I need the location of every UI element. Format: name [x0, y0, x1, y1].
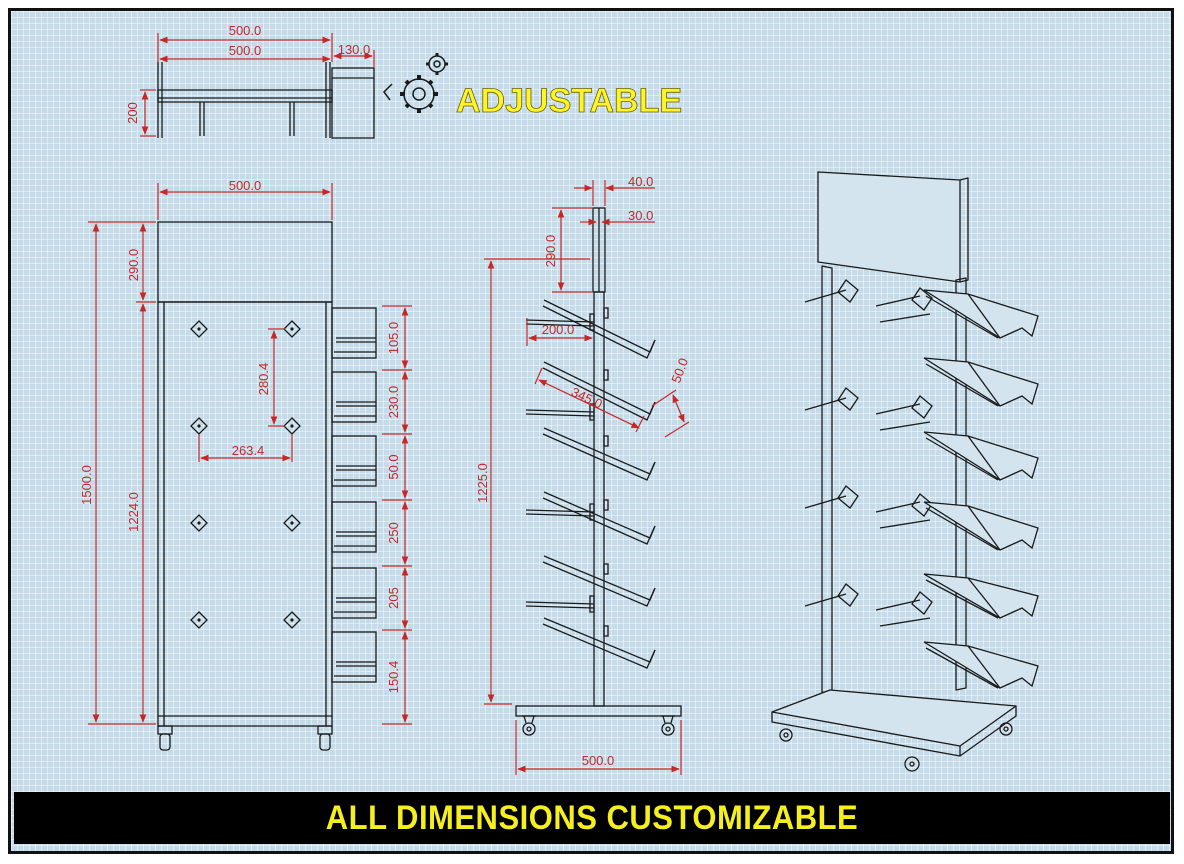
banner-text: ALL DIMENSIONS CUSTOMIZABLE [325, 798, 859, 837]
iso-hook [804, 387, 933, 431]
front-view-trays [331, 307, 377, 683]
iso-hook [804, 583, 933, 627]
side-view-hook-length: 200.0 [542, 322, 575, 337]
side-view-arms [525, 299, 656, 669]
side-tray-arm [542, 555, 656, 607]
top-view-tray-depth: 130.0 [338, 42, 371, 57]
side-tray-arm [542, 299, 656, 359]
hook-plate [283, 611, 301, 629]
customizable-banner: ALL DIMENSIONS CUSTOMIZABLE [14, 792, 1170, 844]
side-view-post [593, 291, 605, 707]
iso-left-post [821, 265, 833, 695]
front-view-panel-height: 1224.0 [126, 492, 141, 532]
iso-tray [923, 641, 1039, 689]
tray-spacing-value: 230.0 [386, 386, 401, 419]
top-view-width-outer: 500.0 [229, 23, 262, 38]
drawing-frame [8, 8, 1174, 854]
front-view-dimensions [88, 183, 333, 725]
iso-tray [923, 501, 1039, 551]
iso-right-post [955, 277, 967, 691]
top-view-width-inner: 500.0 [229, 43, 262, 58]
front-view-tray-dimensions: 105.0 230.0 50.0 250 205 150.4 [382, 305, 412, 725]
side-view-tray-length: 345.0 [569, 384, 605, 411]
hook-plate [190, 320, 208, 338]
iso-arms [804, 279, 1039, 689]
iso-tray [923, 289, 1039, 339]
iso-header-panel [817, 171, 961, 283]
front-view-header-height: 290.0 [126, 249, 141, 282]
iso-tray [923, 431, 1039, 481]
side-hook [525, 313, 595, 331]
front-view-total-height: 1500.0 [79, 465, 94, 505]
side-view-base [515, 705, 682, 717]
hook-plate [190, 417, 208, 435]
tray-front [331, 567, 377, 619]
side-view-dimensions [484, 180, 690, 775]
hook-plate [283, 320, 301, 338]
front-view [157, 221, 333, 727]
iso-tray [923, 573, 1039, 619]
tray-front [331, 631, 377, 683]
front-view-hook-vertical-spacing: 280.4 [256, 363, 271, 396]
tray-spacing-value: 50.0 [386, 454, 401, 479]
tray-spacing-value: 105.0 [386, 322, 401, 355]
side-view-post-inner: 30.0 [628, 208, 653, 223]
iso-hook [804, 485, 933, 529]
hook-plate [190, 514, 208, 532]
side-view [515, 207, 682, 736]
side-view-height: 1225.0 [475, 463, 490, 503]
top-view-shelf [157, 89, 333, 103]
tray-front [331, 307, 377, 359]
hook-plate [283, 514, 301, 532]
side-hook [525, 595, 595, 613]
isometric-view [771, 171, 1017, 772]
side-view-tray-lip: 50.0 [668, 356, 691, 385]
side-hook [525, 403, 595, 421]
side-tray-arm [542, 491, 656, 545]
tray-spacing-value: 250 [386, 522, 401, 544]
tray-front [331, 435, 377, 487]
top-view-tray [331, 67, 375, 139]
top-view-dimensions [140, 33, 375, 137]
side-hook [525, 503, 595, 521]
gears-icon [383, 53, 448, 113]
side-view-header-height: 290.0 [543, 235, 558, 268]
front-view-casters [157, 725, 333, 751]
side-view-post-outer: 40.0 [628, 174, 653, 189]
front-view-pegboard [157, 301, 333, 727]
front-view-hook-horizontal-spacing: 263.4 [232, 443, 265, 458]
front-view-header-panel [157, 221, 333, 303]
side-tray-arm [542, 427, 656, 481]
front-view-hooks [190, 320, 301, 629]
top-view [157, 62, 375, 139]
iso-tray [923, 357, 1039, 407]
iso-hook [804, 279, 933, 323]
hook-plate [190, 611, 208, 629]
tray-spacing-value: 205 [386, 587, 401, 609]
front-view-width: 500.0 [229, 178, 262, 193]
tray-front [331, 371, 377, 423]
hook-plate [283, 417, 301, 435]
tray-spacing-value: 150.4 [386, 661, 401, 694]
side-view-base-width: 500.0 [582, 753, 615, 768]
top-view-height: 200 [125, 102, 140, 124]
tray-front [331, 501, 377, 553]
side-tray-arm [542, 617, 656, 669]
iso-base [771, 689, 1017, 747]
adjustable-label: ADJUSTABLE [456, 82, 682, 120]
